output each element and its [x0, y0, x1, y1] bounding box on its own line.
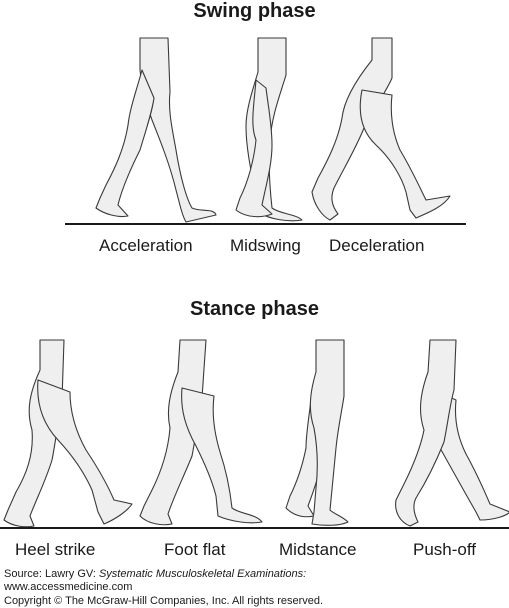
copyright-notice: Copyright © The McGraw-Hill Companies, I… — [4, 595, 324, 607]
source-prefix: Source: Lawry GV: — [4, 568, 99, 580]
push-off-stance-leg — [395, 339, 457, 527]
label-deceleration: Deceleration — [329, 236, 425, 255]
foot-flat-leading-leg — [181, 387, 263, 524]
source-url: www.accessmedicine.com — [4, 581, 133, 593]
label-foot-flat: Foot flat — [164, 540, 226, 559]
deceleration-swing-leg — [359, 89, 451, 219]
heel-strike-leading-leg — [37, 379, 133, 525]
source-book-title: Systematic Musculoskeletal Examinations: — [98, 568, 307, 580]
foot-flat-trailing-leg — [139, 339, 207, 526]
acceleration-stance-leg — [139, 37, 217, 223]
stance-phase-title: Stance phase — [190, 298, 319, 320]
label-acceleration: Acceleration — [99, 236, 193, 255]
acceleration-swing-leg — [95, 69, 155, 218]
label-heel-strike: Heel strike — [15, 540, 96, 559]
label-midswing: Midswing — [230, 236, 301, 255]
source-citation: Source: Lawry GV: Systematic Musculoskel… — [4, 568, 306, 581]
swing-phase-title: Swing phase — [193, 0, 316, 22]
label-midstance: Midstance — [279, 540, 357, 559]
label-push-off: Push-off — [413, 540, 477, 559]
midswing-swing-leg — [235, 79, 273, 218]
midstance-stance-leg — [309, 339, 349, 526]
